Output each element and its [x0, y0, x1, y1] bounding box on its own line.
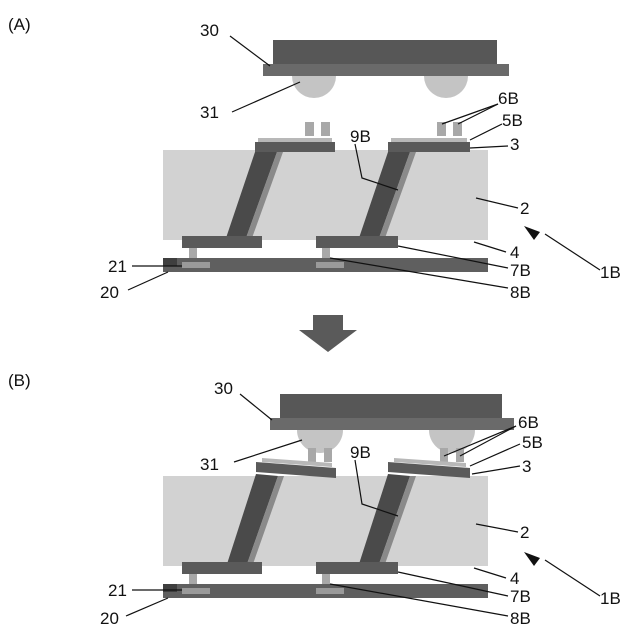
label-1b: 1B [600, 589, 621, 608]
label-20: 20 [100, 283, 119, 302]
leader [232, 82, 300, 112]
label-2: 2 [520, 523, 529, 542]
leader [470, 124, 502, 140]
leader [442, 104, 498, 124]
bottom-pad-7b [316, 236, 398, 248]
top-layer-3 [391, 138, 467, 142]
top-pad-5b [388, 142, 470, 152]
pad-6b [453, 122, 462, 136]
chip-substrate [263, 64, 509, 76]
label-7b: 7B [510, 587, 531, 606]
label-4: 4 [510, 569, 519, 588]
leader [474, 568, 506, 578]
solder-bump [292, 76, 336, 98]
label-8b: 8B [510, 609, 531, 628]
pad-6b [321, 122, 330, 136]
label-chip: 30 [200, 21, 219, 40]
label-3: 3 [522, 457, 531, 476]
top-pad-5b [255, 142, 335, 152]
label-8b: 8B [510, 283, 531, 302]
arrowhead [524, 552, 540, 566]
label-6b: 6B [498, 89, 519, 108]
label-21: 21 [108, 581, 127, 600]
board-pad-21 [163, 584, 177, 592]
leader [126, 598, 168, 616]
label-bump: 31 [200, 103, 219, 122]
label-3: 3 [510, 135, 519, 154]
panel-b: (B) [8, 371, 621, 628]
label-5b: 5B [522, 433, 543, 452]
solder-bump [424, 76, 468, 98]
board-pad-21 [182, 588, 210, 594]
leader [230, 36, 270, 66]
bottom-pad-7b [316, 562, 398, 574]
label-21: 21 [108, 257, 127, 276]
pad-6b [308, 448, 316, 462]
panel-a-label: (A) [8, 15, 31, 34]
board-pad-21 [163, 258, 177, 266]
chip-substrate [270, 418, 514, 430]
leader [240, 394, 272, 420]
top-layer-3 [258, 138, 332, 142]
chip-body [280, 394, 502, 420]
board-pad-21 [316, 262, 344, 268]
leader [470, 146, 508, 148]
pad-6b [324, 448, 332, 462]
label-9b: 9B [350, 443, 371, 462]
bottom-pad-7b [182, 562, 262, 574]
label-4: 4 [510, 243, 519, 262]
leader [545, 234, 600, 270]
label-5b: 5B [502, 111, 523, 130]
leader [458, 104, 498, 124]
bottom-pad-7b [182, 236, 262, 248]
label-bump: 31 [200, 455, 219, 474]
label-9b: 9B [350, 127, 371, 146]
board-pad-21 [316, 588, 344, 594]
core-substrate [163, 476, 488, 566]
core-substrate [163, 150, 488, 240]
panel-b-label: (B) [8, 371, 31, 390]
leader [545, 560, 600, 596]
pad-6b [437, 122, 446, 136]
pad-6b [305, 122, 314, 136]
label-2: 2 [520, 199, 529, 218]
leader [472, 466, 520, 474]
label-20: 20 [100, 609, 119, 628]
solder-bump [297, 430, 343, 453]
chip-body [273, 40, 497, 66]
leader [474, 242, 506, 252]
label-1b: 1B [600, 263, 621, 282]
leader [128, 272, 168, 290]
arrowhead [524, 226, 540, 240]
solder-bump [429, 430, 475, 453]
panel-a: (A) [8, 15, 621, 302]
label-6b: 6B [518, 413, 539, 432]
down-arrow [299, 315, 357, 352]
board-pad-21 [182, 262, 210, 268]
label-chip: 30 [214, 379, 233, 398]
label-7b: 7B [510, 261, 531, 280]
